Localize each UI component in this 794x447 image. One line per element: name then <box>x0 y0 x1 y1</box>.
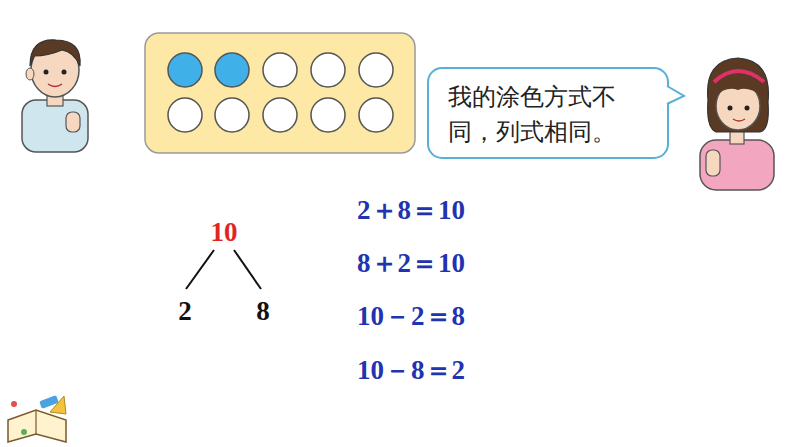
bond-line <box>234 250 261 289</box>
bond-line <box>186 250 214 289</box>
boy-figure <box>22 40 88 152</box>
bond-part: 8 <box>256 298 270 325</box>
bond-total: 10 <box>211 219 238 246</box>
equation: 2＋8＝10 <box>357 197 465 224</box>
speech-text: 我的涂色方式不同，列式相同。 <box>448 80 648 150</box>
girl-figure <box>700 58 774 190</box>
equation: 8＋2＝10 <box>357 250 465 277</box>
speech-bubble-outline <box>428 68 684 158</box>
counting-frame <box>145 33 415 153</box>
equation: 10－8＝2 <box>357 357 465 384</box>
equation: 10－2＝8 <box>357 303 465 330</box>
bond-part: 2 <box>178 298 192 325</box>
speech-bubble: 我的涂色方式不同，列式相同。 <box>428 68 668 162</box>
book-icon <box>8 395 66 442</box>
